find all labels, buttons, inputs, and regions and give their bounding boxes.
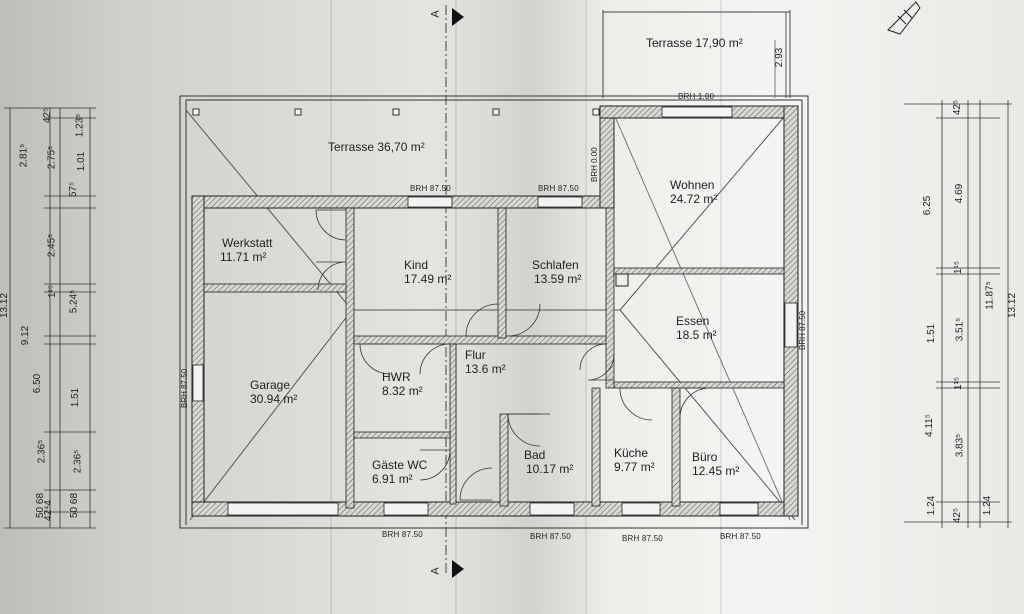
- dim-label: 1.51: [926, 323, 938, 344]
- interior-walls: [203, 207, 785, 509]
- room-name: Werkstatt: [222, 236, 273, 250]
- terrace-top-label: Terrasse 17,90 m²: [646, 36, 743, 50]
- brh-label: BRH 87.50: [410, 184, 451, 193]
- room-name: Garage: [250, 378, 291, 392]
- dim-label: 57⁵: [68, 181, 80, 198]
- dim-label: 42⁵: [952, 507, 964, 524]
- dim-label: 9.12: [20, 325, 32, 346]
- dim-label: 42⁴4: [42, 500, 54, 521]
- room-area: 12.45 m²: [692, 464, 740, 478]
- section-marker-top: A: [429, 10, 442, 18]
- dim-label: 1.01: [76, 151, 88, 172]
- brh-label: BRH 87.50: [622, 534, 663, 543]
- dim-label: 13.12: [1007, 292, 1019, 319]
- dim-label: 2.93: [774, 47, 786, 68]
- dim-label: 1.23⁵: [74, 113, 86, 138]
- brh-label: BRH 87.50: [720, 532, 761, 541]
- top-terrace-outline: [602, 10, 791, 98]
- dimension-lines-left: [4, 107, 96, 529]
- section-marker-bottom: A: [429, 567, 442, 575]
- brh-label: BRH 87.50: [180, 368, 189, 408]
- brh-label: BRH 87.50: [382, 530, 423, 539]
- room-name: Büro: [692, 450, 718, 464]
- dim-label: 5.24⁵: [68, 289, 80, 314]
- room-area: 10.17 m²: [526, 462, 574, 476]
- dim-label: 1.51: [70, 387, 82, 408]
- dim-label: 50 68: [69, 492, 81, 519]
- dim-label: 2.75⁵: [46, 145, 58, 170]
- dim-label: 4.69: [954, 183, 966, 204]
- roof-outline: [179, 95, 809, 529]
- dim-label: 3.51⁵: [954, 317, 966, 342]
- dim-label: 4.11⁵: [923, 414, 935, 437]
- room-area: 17.49 m²: [404, 272, 452, 286]
- room-area: 11.71 m²: [220, 250, 267, 264]
- north-arrow: [887, 1, 921, 35]
- dim-label: 42⁵: [42, 107, 54, 124]
- door-swings: [315, 209, 711, 501]
- dim-label: 13.12: [0, 292, 11, 319]
- room-name: Küche: [614, 446, 649, 460]
- room-area: 9.77 m²: [614, 460, 655, 474]
- room-name: HWR: [382, 370, 411, 384]
- dim-label: 3.83⁵: [954, 433, 966, 458]
- dim-label: 1.24: [982, 495, 994, 516]
- dimension-lines-right: [904, 100, 1012, 528]
- room-area: 13.59 m²: [534, 272, 582, 286]
- dim-label: 1¹⁵: [953, 260, 965, 275]
- dim-label: 2.81⁵: [18, 143, 30, 168]
- room-name: Bad: [524, 448, 546, 462]
- brh-label: BRH 87.50: [538, 184, 579, 193]
- section-arrow-top: [452, 8, 464, 26]
- room-area: 8.32 m²: [382, 384, 423, 398]
- room-name: Gäste WC: [372, 458, 428, 472]
- room-name: Wohnen: [670, 178, 715, 192]
- brh-label: BRH 87.50: [530, 532, 571, 541]
- windows: [192, 106, 798, 516]
- chimney: [615, 273, 629, 287]
- dim-label: 2.36⁵: [72, 449, 84, 474]
- dim-label: 6.25: [922, 195, 934, 216]
- dim-label: 1¹⁵: [47, 284, 59, 299]
- brh-label: BRH 87.50: [798, 310, 807, 350]
- room-area: 6.91 m²: [372, 472, 413, 486]
- dim-label: 1.24: [926, 495, 938, 516]
- room-name: Essen: [676, 314, 710, 328]
- terrace-main-label: Terrasse 36,70 m²: [328, 140, 425, 154]
- room-name: Kind: [404, 258, 429, 272]
- room-name: Flur: [465, 348, 486, 362]
- section-arrow-bottom: [452, 560, 464, 578]
- dim-label: 11.87⁵: [984, 281, 996, 310]
- dim-label: 2.36⁵: [36, 439, 48, 464]
- dim-label: 1¹⁵: [953, 376, 965, 391]
- dim-label: 42⁵: [952, 99, 964, 116]
- brh-label: BRH 1.00: [678, 92, 715, 101]
- room-name: Schlafen: [532, 258, 579, 272]
- dim-label: 6.50: [32, 373, 44, 394]
- room-area: 18.5 m²: [676, 328, 717, 342]
- brh-label: BRH 0.00: [590, 147, 599, 182]
- room-area: 24.72 m²: [670, 192, 718, 206]
- dim-label: 2.45⁵: [46, 233, 58, 258]
- room-area: 30.94 m²: [250, 392, 298, 406]
- room-area: 13.6 m²: [465, 362, 506, 376]
